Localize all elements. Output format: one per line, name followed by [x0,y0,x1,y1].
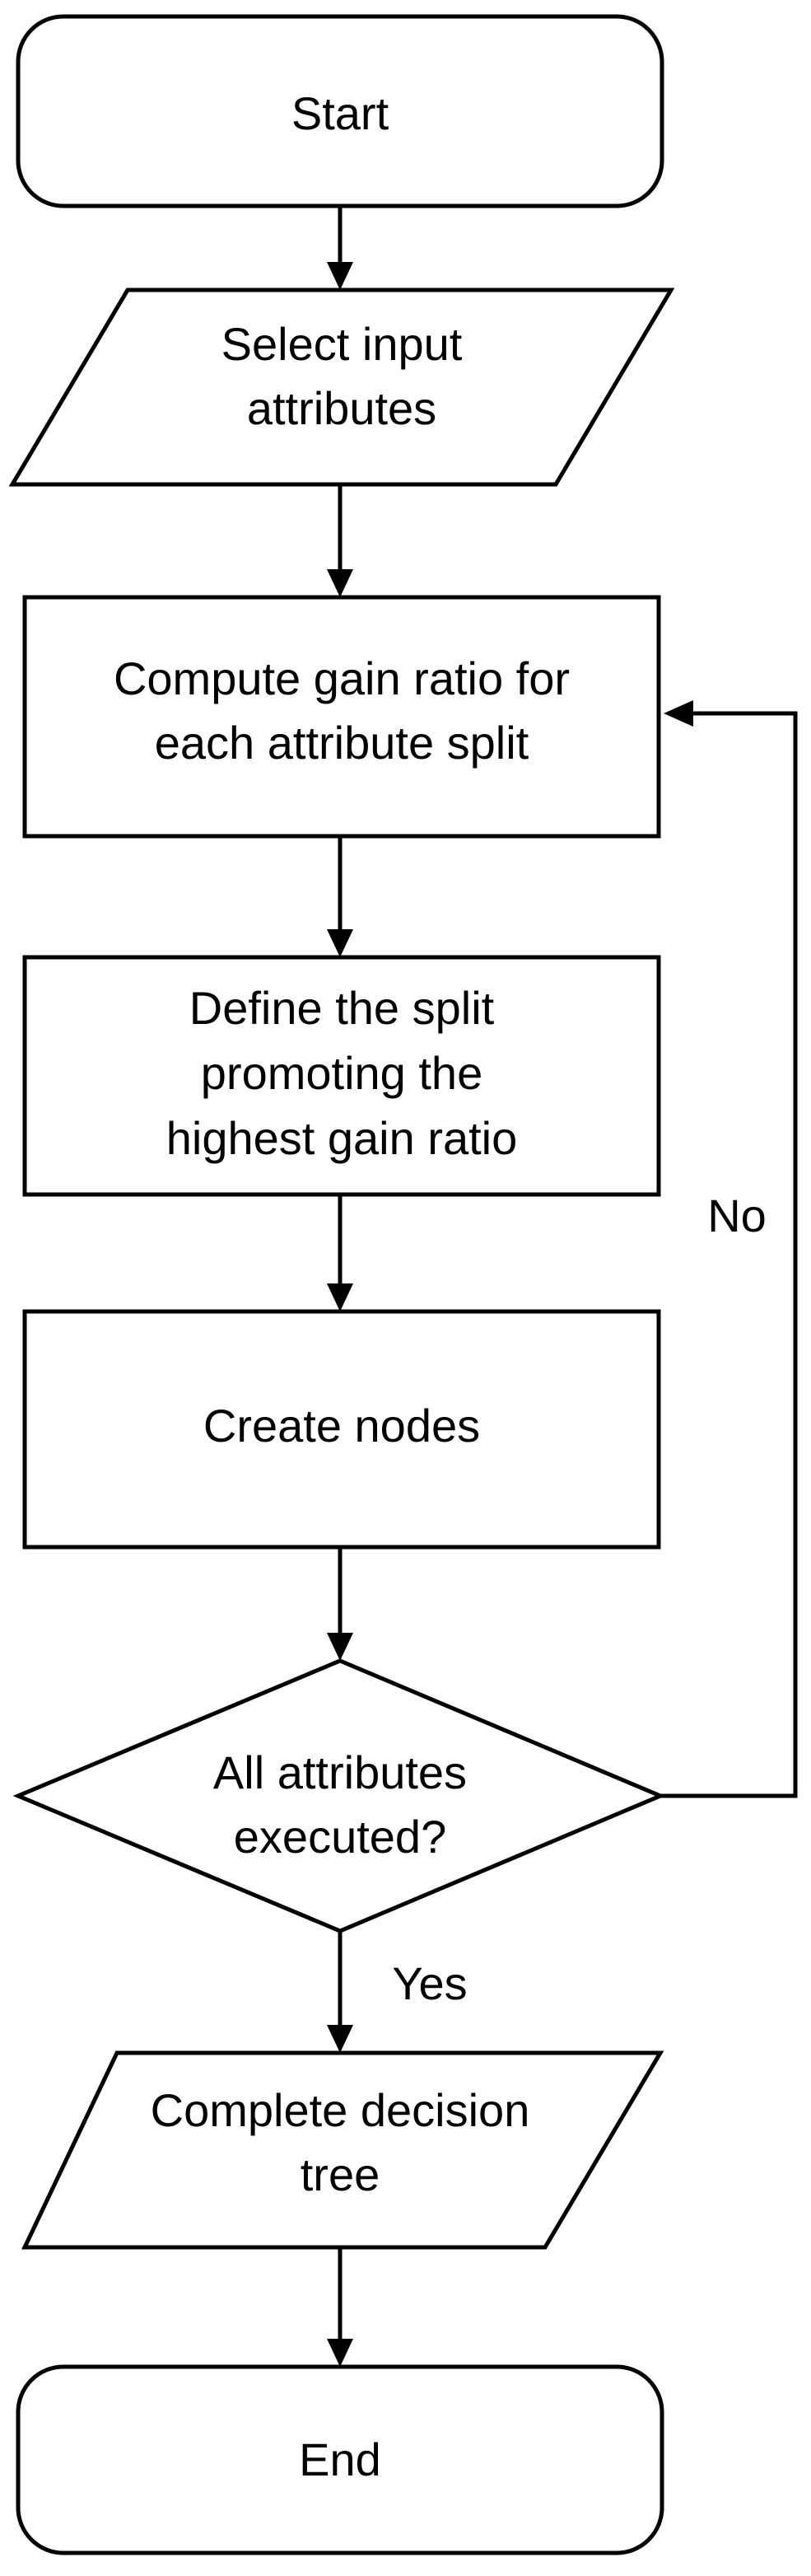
complete-tree-line-1: Complete decision [151,2084,530,2136]
define-split-line-2: promoting the [201,1047,482,1099]
end-label: End [299,2433,381,2485]
define-split-line-1: Define the split [189,982,495,1034]
compute-gain-process-shape [22,595,661,839]
select-input-line-1: Select input [221,318,463,370]
end-node: End [16,2364,664,2555]
select-input-line-2: attributes [247,382,436,434]
arrow-create-to-decision [327,1547,353,1661]
decision-line-2: executed? [234,1811,446,1863]
arrow-decision-to-complete [327,1931,353,2053]
arrow-complete-to-end [327,2247,353,2367]
define-split-node: Define the split promoting the highest g… [22,955,661,1197]
start-node: Start [16,14,664,208]
create-nodes-label: Create nodes [203,1400,480,1452]
arrow-define-to-create [327,1194,353,1311]
define-split-line-3: highest gain ratio [166,1112,518,1164]
yes-edge-label: Yes [392,1957,467,2009]
compute-gain-node: Compute gain ratio for each attribute sp… [22,595,661,839]
define-split-process-shape [22,955,661,1197]
compute-gain-line-1: Compute gain ratio for [114,652,570,704]
arrow-no-loop-to-compute [660,700,798,1798]
select-input-node: Select input attributes [8,288,675,487]
arrow-start-to-select [327,206,353,290]
complete-tree-node: Complete decision tree [21,2050,664,2250]
decision-node: All attributes executed? [12,1658,666,1933]
create-nodes-node: Create nodes [22,1309,661,1550]
compute-gain-line-2: each attribute split [155,717,529,769]
end-terminator-shape [16,2364,664,2555]
decision-line-1: All attributes [213,1746,467,1798]
complete-tree-line-2: tree [301,2148,380,2200]
arrow-select-to-compute [327,484,353,597]
no-edge-label: No [707,1190,767,1241]
select-input-parallelogram-shape [8,288,675,487]
complete-tree-parallelogram-shape [21,2050,664,2250]
create-nodes-process-shape [22,1309,661,1550]
start-label: Start [291,87,389,139]
arrow-compute-to-define [327,836,353,957]
